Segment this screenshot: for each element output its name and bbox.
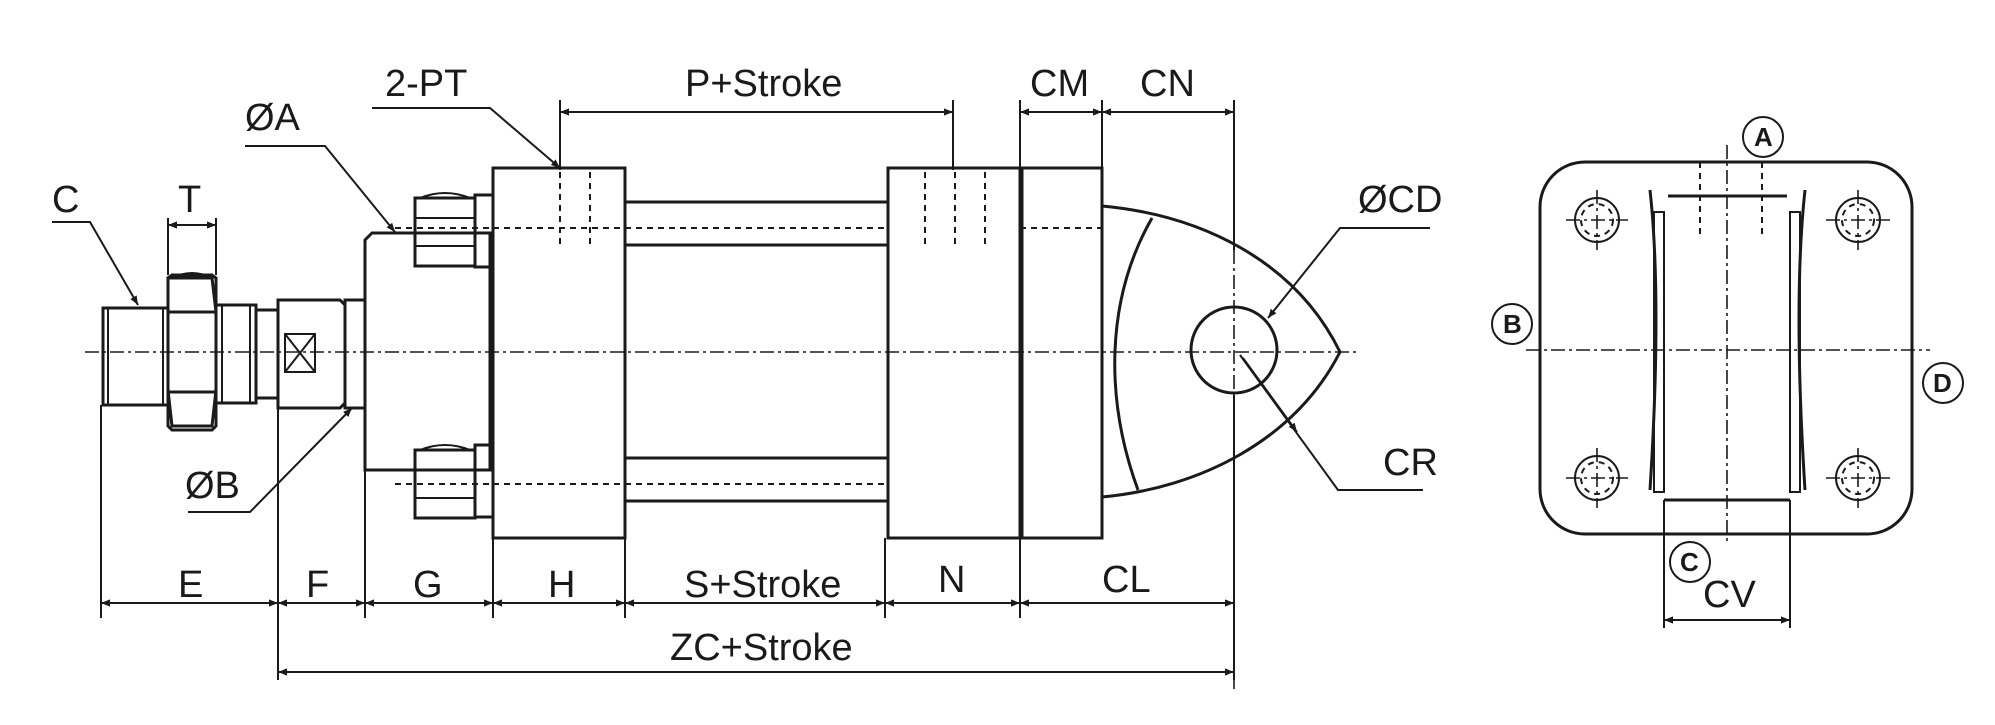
bolt-hole-top-left [1566, 190, 1628, 250]
label-t: T [178, 179, 201, 221]
tie-rod-nut-bottom [413, 443, 495, 520]
rod-section [214, 303, 280, 405]
bolt-hole-bottom-left [1566, 448, 1628, 508]
circled-label-b: B [1491, 303, 1533, 345]
hex-nut [166, 272, 218, 432]
label-zc-stroke: ZC+Stroke [670, 627, 853, 669]
circled-label-d: D [1922, 362, 1964, 404]
bolt-hole-top-right [1826, 190, 1890, 250]
rear-head [886, 166, 1102, 540]
label-s-stroke: S+Stroke [684, 564, 841, 606]
svg-text:D: D [1933, 368, 1952, 398]
circled-label-c: C [1669, 541, 1711, 583]
clevis-eye [1101, 204, 1342, 690]
label-dia-a: ØA [245, 97, 301, 139]
bolt-hole-bottom-right [1826, 448, 1890, 508]
circled-label-a: A [1742, 116, 1784, 158]
label-p-stroke: P+Stroke [685, 63, 842, 105]
side-view [85, 166, 1360, 690]
label-dia-cd: ØCD [1358, 179, 1442, 221]
label-c: C [52, 179, 79, 221]
end-view: CV A B C D [1491, 116, 1964, 628]
label-e: E [178, 564, 203, 606]
svg-text:C: C [1680, 547, 1699, 577]
label-h: H [548, 564, 575, 606]
tie-rod-nut-top [413, 192, 495, 269]
label-cl: CL [1102, 559, 1151, 601]
label-cn: CN [1140, 63, 1195, 105]
label-2-pt: 2-PT [385, 63, 467, 105]
label-cv: CV [1703, 574, 1756, 616]
label-cr: CR [1383, 442, 1438, 484]
label-cm: CM [1030, 63, 1089, 105]
label-dia-b: ØB [185, 465, 240, 507]
label-n: N [938, 559, 965, 601]
side-view-labels: C T ØA 2-PT P+Stroke CM CN ØCD ØB CR E F… [52, 63, 1442, 669]
svg-text:B: B [1503, 309, 1522, 339]
end-view-plate [1538, 160, 1914, 536]
rod-thread-end [101, 306, 170, 407]
rear-cover [1018, 166, 1104, 540]
label-g: G [413, 564, 443, 606]
rod-end-nut [276, 298, 367, 410]
front-cover [363, 227, 495, 485]
barrel [493, 200, 888, 503]
front-head [491, 166, 627, 540]
svg-text:A: A [1754, 122, 1773, 152]
side-view-dimensions [52, 100, 1430, 680]
label-f: F [306, 564, 329, 606]
